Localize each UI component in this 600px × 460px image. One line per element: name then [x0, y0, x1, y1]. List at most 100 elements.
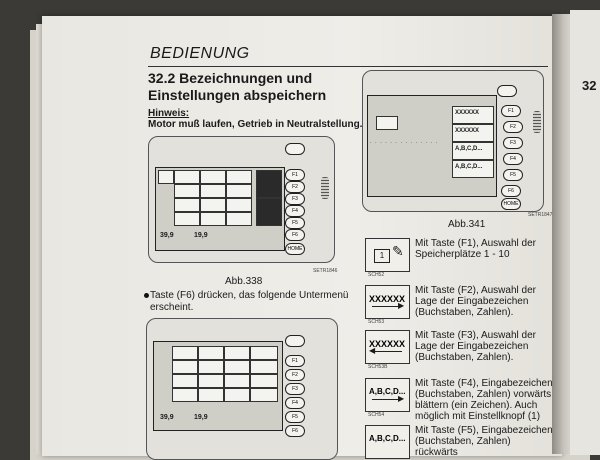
next-page-section-number: 32 — [582, 78, 597, 93]
screen-cell — [250, 374, 278, 388]
fkey-top[interactable] — [285, 335, 305, 347]
screen-cell — [174, 198, 200, 212]
screen-tile: A,B,C,D... — [452, 160, 494, 178]
next-page — [570, 10, 600, 455]
screen-cell — [250, 346, 278, 360]
screen-cell — [172, 374, 198, 388]
screen-cell — [198, 360, 224, 374]
fkey-f1[interactable]: F1 — [285, 355, 305, 367]
figure-caption-341: Abb.341 — [448, 219, 486, 230]
screen-readout: 19,9 — [194, 414, 208, 421]
function-row-f3: XXXXXX ◀ SCH53B Mit Taste (F3), Auswahl … — [365, 330, 550, 370]
fkey-f5[interactable]: F5 — [285, 217, 305, 229]
screen-cell — [198, 374, 224, 388]
fkey-f4[interactable]: F4 — [285, 397, 305, 409]
screen-tile: XXXXXX — [452, 106, 494, 124]
char-backward-icon: A,B,C,D... — [365, 425, 410, 459]
function-text: Mit Taste (F4), Eingabezeichen (Buchstab… — [415, 378, 553, 422]
function-row-f4: A,B,C,D... ▶ SCH54 Mit Taste (F4), Einga… — [365, 378, 553, 422]
fkey-f2[interactable]: F2 — [285, 369, 305, 381]
screen-cell — [224, 388, 250, 402]
screen-cell — [226, 212, 252, 226]
fkey-f5[interactable]: F5 — [503, 169, 523, 181]
fkey-f1[interactable]: F1 — [285, 169, 305, 181]
function-row-f5: A,B,C,D... Mit Taste (F5), Eingabezeiche… — [365, 425, 553, 459]
screen-dotted-line: · · · · · · · · · · · · · · — [370, 140, 439, 146]
function-text: Mit Taste (F5), Eingabezeichen (Buchstab… — [415, 425, 553, 458]
terminal-screen: 39,9 19,9 — [155, 167, 285, 251]
screen-cell — [200, 184, 226, 198]
fkey-home[interactable]: HOME — [501, 198, 521, 210]
note-label: Hinweis: — [148, 108, 190, 119]
note-text: Motor muß laufen, Getrieb in Neutralstel… — [148, 119, 363, 130]
fkey-f5[interactable]: F5 — [285, 411, 305, 423]
section-title: 32.2 Bezeichnungen und Einstellungen abs… — [148, 70, 327, 103]
fkey-f3[interactable]: F3 — [285, 383, 305, 395]
screen-cell — [226, 184, 252, 198]
fkey-top[interactable] — [497, 85, 517, 97]
page-header: BEDIENUNG — [150, 45, 250, 62]
screen-cell — [256, 170, 282, 198]
screen-tile: A,B,C,D... — [452, 142, 494, 160]
terminal-screen: 39,9 19,9 — [153, 341, 283, 431]
dial-knob[interactable] — [321, 177, 329, 199]
screen-cell — [224, 346, 250, 360]
screen-cell — [256, 198, 282, 226]
fkey-f2[interactable]: F2 — [285, 181, 305, 193]
screen-cell — [200, 170, 226, 184]
figure-caption-338: Abb.338 — [225, 276, 263, 287]
screen-cell — [200, 212, 226, 226]
screen-cell — [198, 346, 224, 360]
screen-cell — [172, 388, 198, 402]
screen-cell — [200, 198, 226, 212]
fkey-f3[interactable]: F3 — [285, 193, 305, 205]
dial-knob[interactable] — [533, 111, 541, 133]
terminal-figure-submenu: 39,9 19,9 F1 F2 F3 F4 F5 F6 — [146, 318, 338, 460]
figure-code: SETR1846 — [313, 268, 338, 274]
fkey-f2[interactable]: F2 — [503, 121, 523, 133]
screen-readout: 19,9 — [194, 232, 208, 239]
screen-cell — [224, 360, 250, 374]
screen-readout: 39,9 — [160, 232, 174, 239]
screen-cell — [376, 116, 398, 130]
fkey-f4[interactable]: F4 — [503, 153, 523, 165]
header-rule — [148, 66, 548, 67]
screen-cell — [226, 198, 252, 212]
screen-cell — [224, 374, 250, 388]
cursor-left-icon: XXXXXX ◀ SCH53B — [365, 330, 410, 370]
screen-cell — [198, 388, 224, 402]
bullet-text: Taste (F6) drücken, das folgende Unterme… — [150, 290, 349, 313]
char-forward-icon: A,B,C,D... ▶ SCH54 — [365, 378, 410, 418]
pencil-icon: ✎ — [392, 243, 404, 259]
screen-cell — [158, 170, 174, 184]
fkey-f6[interactable]: F6 — [285, 425, 305, 437]
screen-tile: XXXXXX — [452, 124, 494, 142]
function-row-f1: 1 ✎ SCH52 Mit Taste (F1), Auswahl der Sp… — [365, 238, 550, 278]
screen-cell — [226, 170, 252, 184]
terminal-figure-338: 39,9 19,9 F1 F2 F3 F4 F5 F6 HOME — [148, 136, 335, 263]
fkey-f1[interactable]: F1 — [501, 105, 521, 117]
screen-cell — [174, 184, 200, 198]
screen-cell — [172, 360, 198, 374]
screen-cell — [250, 388, 278, 402]
fkey-top[interactable] — [285, 143, 305, 155]
fkey-f6[interactable]: F6 — [501, 185, 521, 197]
terminal-screen: · · · · · · · · · · · · · · XXXXXX XXXXX… — [367, 95, 497, 197]
function-text: Mit Taste (F1), Auswahl der Speicherplät… — [415, 238, 536, 260]
screen-cell — [174, 170, 200, 184]
figure-code: SETR1847 — [528, 212, 553, 218]
fkey-f6[interactable]: F6 — [285, 229, 305, 241]
screen-cell — [250, 360, 278, 374]
function-text: Mit Taste (F3), Auswahl der Lage der Ein… — [415, 330, 536, 363]
fkey-home[interactable]: HOME — [285, 243, 305, 255]
fkey-f4[interactable]: F4 — [285, 205, 305, 217]
terminal-figure-341: · · · · · · · · · · · · · · XXXXXX XXXXX… — [362, 70, 544, 212]
function-row-f2: XXXXXX ▶ SCH53 Mit Taste (F2), Auswahl d… — [365, 285, 550, 325]
screen-cell — [174, 212, 200, 226]
screen-readout: 39,9 — [160, 414, 174, 421]
fkey-f3[interactable]: F3 — [503, 137, 523, 149]
function-text: Mit Taste (F2), Auswahl der Lage der Ein… — [415, 285, 536, 318]
book-gutter — [552, 14, 572, 454]
screen-cell — [172, 346, 198, 360]
bullet — [144, 293, 149, 298]
